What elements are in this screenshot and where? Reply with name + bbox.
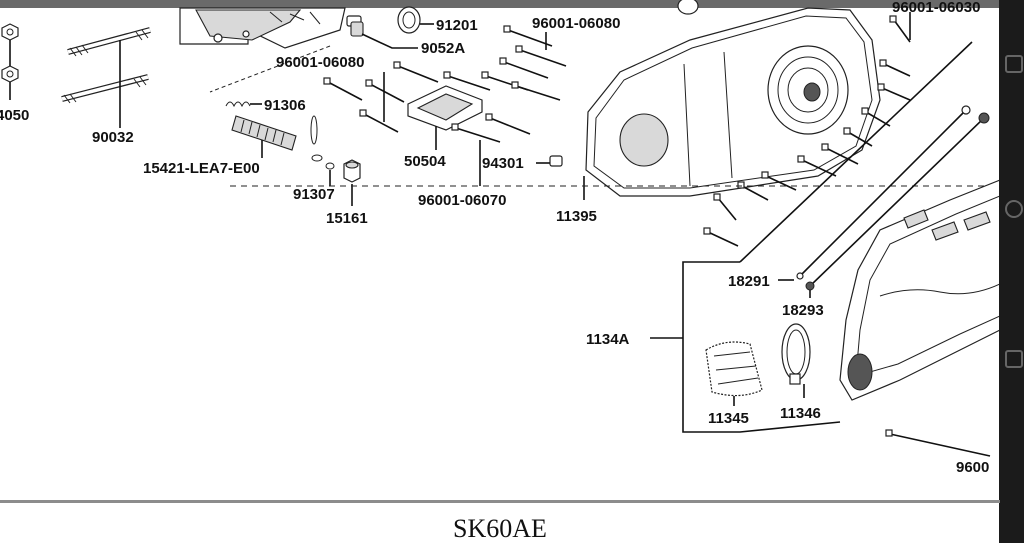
side-scroll-bar[interactable] — [999, 0, 1024, 543]
dowel-pin-94301 — [536, 155, 563, 167]
part-label-4050: 4050 — [0, 107, 29, 124]
bracket-50504 — [407, 85, 483, 150]
footer-divider — [0, 500, 1000, 503]
crankcase-fragment — [179, 7, 346, 93]
circle-icon[interactable] — [1005, 200, 1023, 218]
cvt-cover-gasket — [583, 0, 881, 200]
model-code-label: SK60AE — [453, 514, 547, 543]
exploded-parts-diagram: 4050 90032 9052A 91201 91306 — [0, 0, 1000, 476]
plug-9052A — [346, 15, 418, 49]
part-label-96001-06080-mid: 96001-06080 — [276, 54, 364, 71]
square-icon[interactable] — [1005, 350, 1023, 368]
nut-parts — [1, 23, 19, 100]
top-edge-strip — [0, 0, 999, 8]
part-label-15421-lea7-e00: 15421-LEA7-E00 — [143, 160, 260, 177]
stud-bolts-90032 — [61, 27, 151, 128]
part-label-9052A: 9052A — [421, 40, 465, 57]
part-label-11346: 11346 — [780, 405, 821, 422]
part-label-91307: 91307 — [293, 186, 335, 203]
bolt-cluster-96001-06080-mid — [323, 61, 439, 133]
part-label-50504: 50504 — [404, 153, 446, 170]
part-label-11345: 11345 — [708, 410, 749, 427]
part-label-90032: 90032 — [92, 129, 134, 146]
part-label-18291: 18291 — [728, 273, 770, 290]
strainer-15421 — [231, 115, 297, 158]
part-label-9600-bottom: 9600 — [956, 459, 989, 476]
group-bracket-1134A — [650, 261, 841, 433]
spring-91306 — [225, 101, 262, 108]
part-label-96001-06030: 96001-06030 — [892, 0, 980, 16]
part-label-11395: 11395 — [556, 208, 597, 225]
part-label-91201: 91201 — [436, 17, 478, 34]
part-label-96001-06080-top: 96001-06080 — [532, 15, 620, 32]
part-label-94301: 94301 — [482, 155, 524, 172]
part-label-96001-06070: 96001-06070 — [418, 192, 506, 209]
o-ring-91307 — [310, 115, 335, 186]
part-label-15161: 15161 — [326, 210, 368, 227]
oil-seal-91201 — [397, 6, 434, 34]
part-label-1134A: 1134A — [586, 331, 630, 348]
part-label-18293: 18293 — [782, 302, 824, 319]
drain-cap-15161 — [343, 159, 361, 206]
cable-18293 — [805, 112, 990, 298]
bolt-96001-bottom — [885, 429, 991, 457]
bolt-cluster-96001-06070 — [443, 71, 531, 186]
page-icon[interactable] — [1005, 55, 1023, 73]
crankcase-left-body — [839, 179, 1000, 401]
bolt-cluster-96001-06030 — [703, 12, 911, 247]
part-label-91306: 91306 — [264, 97, 306, 114]
clamp-11346 — [781, 323, 811, 398]
cable-18291 — [778, 105, 971, 281]
bolt-cluster-96001-06080-top — [481, 25, 567, 101]
air-duct-11345 — [705, 341, 763, 406]
